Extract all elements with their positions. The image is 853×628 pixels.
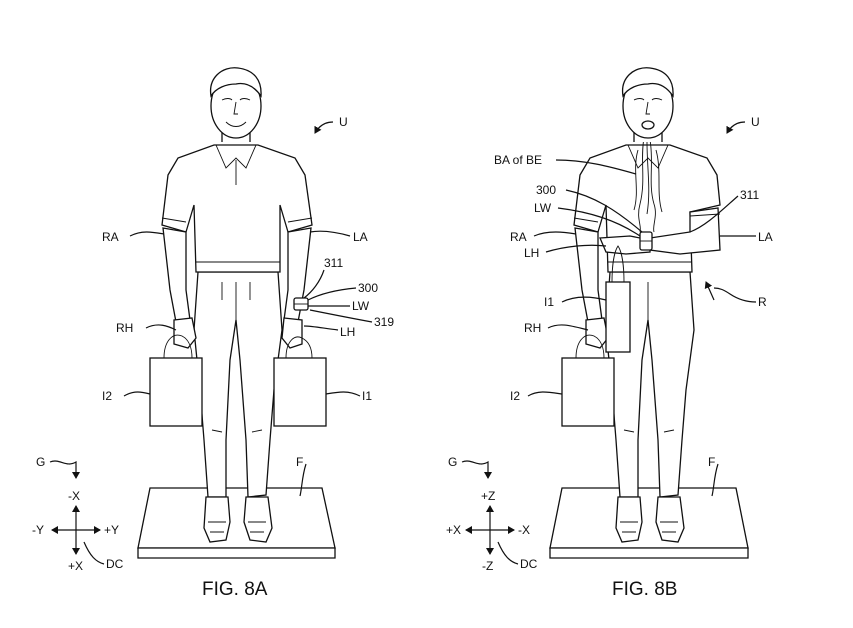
label-u-b: U	[751, 115, 760, 129]
axis-down-b: -Z	[482, 559, 493, 573]
fig-8b: U BA of BE 300 LW 311 RA LA LH R I1 RH I…	[446, 67, 773, 600]
label-300-a: 300	[358, 281, 378, 295]
person-left-arm-b	[649, 207, 721, 255]
label-dc-b: DC	[520, 557, 538, 571]
label-u-a: U	[339, 115, 348, 129]
axis-left-a: -Y	[32, 523, 44, 537]
caption-fig-8b: FIG. 8B	[612, 579, 677, 600]
label-i2-a: I2	[102, 389, 112, 403]
label-rh-b: RH	[524, 321, 541, 335]
person-head-a	[209, 67, 262, 142]
label-la-b: LA	[758, 230, 773, 244]
label-ba-of-be: BA of BE	[494, 153, 542, 167]
smartwatch-b	[639, 231, 653, 251]
label-r-b: R	[758, 295, 767, 309]
axis-left-b: +X	[446, 523, 461, 537]
axis-right-b: -X	[518, 523, 530, 537]
person-legs-a	[193, 271, 283, 498]
leader-lines-b	[527, 121, 757, 497]
label-la-a: LA	[353, 230, 368, 244]
bag-i1-a	[273, 336, 327, 427]
label-g-a: G	[36, 455, 45, 469]
person-torso-a	[161, 144, 313, 273]
axis-right-a: +Y	[104, 523, 119, 537]
label-311-a: 311	[324, 256, 343, 270]
label-311-b: 311	[740, 188, 759, 202]
label-lw-a: LW	[352, 299, 370, 313]
person-head-b	[621, 67, 674, 142]
bag-i2-a	[149, 334, 203, 427]
label-f-a: F	[296, 455, 303, 469]
bag-i2-b	[561, 334, 615, 427]
label-rh-a: RH	[116, 321, 133, 335]
caption-fig-8a: FIG. 8A	[202, 579, 268, 600]
fig-8a: U RA LA 311 300 LW 319 RH LH I2 I1 G F -…	[32, 67, 394, 600]
person-arms-a	[162, 227, 312, 323]
person-right-arm-b	[574, 227, 603, 323]
label-i1-b: I1	[544, 295, 554, 309]
bag-i1-b	[605, 245, 631, 353]
label-ra-a: RA	[102, 230, 119, 244]
label-ra-b: RA	[510, 230, 527, 244]
axis-up-b: +Z	[481, 489, 495, 503]
person-shoes-b	[615, 496, 685, 543]
label-lh-a: LH	[340, 325, 355, 339]
label-300-b: 300	[536, 183, 556, 197]
axis-down-a: +X	[68, 559, 83, 573]
breath-airflow	[633, 137, 663, 233]
label-g-b: G	[448, 455, 457, 469]
smartwatch-a	[293, 297, 309, 311]
person-hands-b	[585, 235, 651, 349]
label-i1-a: I1	[362, 389, 372, 403]
label-319-a: 319	[374, 315, 394, 329]
person-hands-a	[173, 317, 303, 349]
person-shoes-a	[203, 496, 273, 543]
floor-platform-b	[549, 487, 749, 559]
axis-up-a: -X	[68, 489, 80, 503]
axes-a	[49, 460, 105, 565]
leader-lines-a	[123, 121, 373, 497]
label-f-b: F	[708, 455, 715, 469]
floor-platform-a	[137, 487, 336, 559]
label-dc-a: DC	[106, 557, 124, 571]
label-i2-b: I2	[510, 389, 520, 403]
label-lw-b: LW	[534, 201, 552, 215]
axes-b	[461, 460, 519, 565]
label-lh-b: LH	[524, 246, 539, 260]
